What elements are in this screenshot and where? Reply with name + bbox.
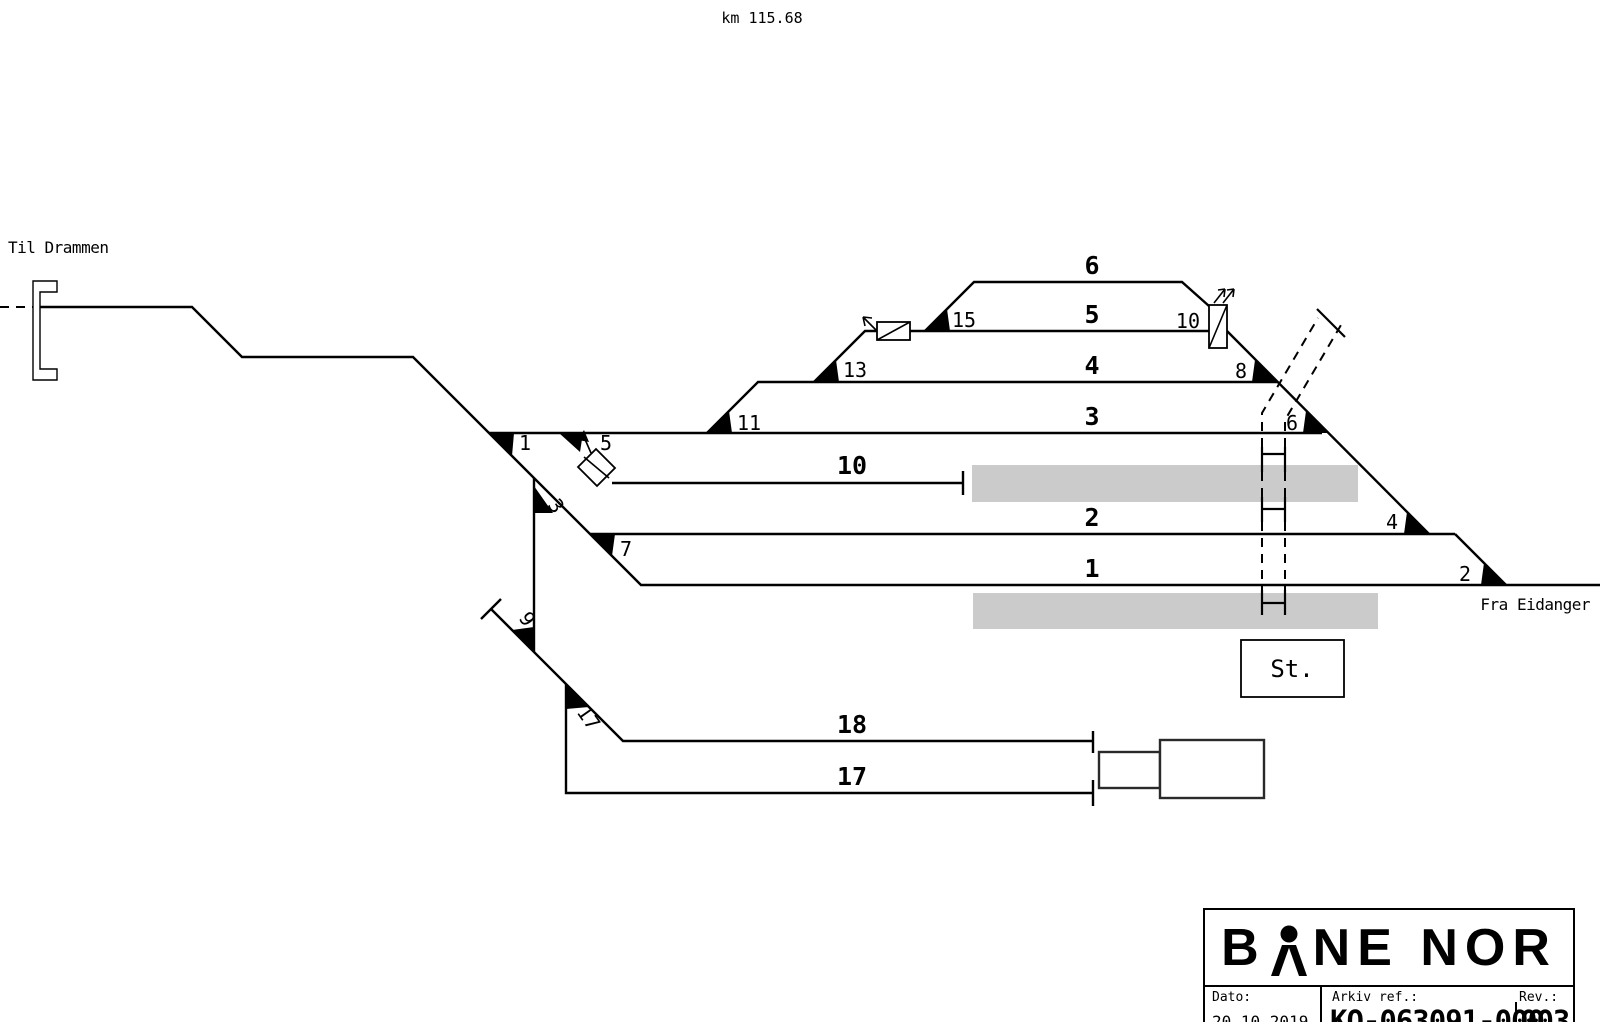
date-value: 20.10.2019 <box>1212 1012 1309 1022</box>
crossing-end-cap <box>1316 308 1346 338</box>
crossing-gate-1 <box>1260 447 1287 472</box>
track-5-line <box>813 329 1209 383</box>
switch-label-8: 8 <box>1235 359 1247 383</box>
logo-text-prefix: B <box>1221 918 1266 977</box>
date-cell: Dato: 20.10.2019 <box>1205 987 1322 1022</box>
switch-label-2: 2 <box>1459 562 1471 586</box>
track-label-2: 2 <box>1084 503 1099 532</box>
km-marker-label: km 115.68 <box>721 9 802 27</box>
track-6-line <box>924 280 1210 332</box>
signal-icon-track5 <box>862 316 911 341</box>
rev-divider <box>1515 1002 1517 1022</box>
track-number-labels: 6 5 4 3 10 2 1 18 17 <box>837 251 1100 791</box>
track-label-10: 10 <box>837 451 867 480</box>
track-label-1: 1 <box>1084 554 1099 583</box>
date-label: Dato: <box>1212 990 1252 1005</box>
track-label-17: 17 <box>837 762 867 791</box>
switch-triangle-6 <box>1303 411 1328 433</box>
track-label-4: 4 <box>1084 351 1099 380</box>
signal-icon-10 <box>1208 288 1235 349</box>
switch-triangle-17 <box>566 684 589 709</box>
archive-cell: Arkiv ref.: Rev.: KO-063091-000 003 <box>1322 987 1573 1022</box>
switch-label-5: 5 <box>600 431 612 455</box>
switch-label-15: 15 <box>952 308 976 332</box>
crossing-gate-2 <box>1260 497 1287 522</box>
switch-triangle-4 <box>1404 512 1429 534</box>
shed-buildings <box>1097 738 1266 800</box>
direction-label-left: Til Drammen <box>8 238 108 257</box>
rev-label: Rev.: <box>1519 990 1559 1005</box>
archive-ref-value: KO-063091-000 <box>1330 1004 1545 1022</box>
switch-label-7: 7 <box>620 537 632 561</box>
switch-triangle-2 <box>1481 563 1506 585</box>
track-4-line <box>706 380 1278 434</box>
derailer-icon <box>576 430 617 488</box>
switch-triangle-3 <box>534 486 553 513</box>
switch-label-1: 1 <box>519 431 531 455</box>
boundary-bracket-icon <box>32 280 58 381</box>
switch-label-4: 4 <box>1386 510 1398 534</box>
archive-ref-label: Arkiv ref.: <box>1332 990 1419 1005</box>
switch-label-13: 13 <box>843 358 867 382</box>
switch-label-11: 11 <box>737 411 761 435</box>
switch-label-6: 6 <box>1286 411 1298 435</box>
track-label-5: 5 <box>1084 300 1099 329</box>
track-label-18: 18 <box>837 710 867 739</box>
signal-label-10: 10 <box>1176 309 1200 333</box>
platform-upper <box>972 465 1358 502</box>
switch-triangle-11 <box>707 411 732 433</box>
switch-triangle-15 <box>925 309 950 331</box>
track-17-line <box>564 684 1093 795</box>
switch-triangle-5 <box>559 433 583 452</box>
switch-triangle-13 <box>814 360 839 382</box>
shed-large <box>1158 738 1266 800</box>
level-crossing <box>1260 308 1346 615</box>
rev-value: 003 <box>1520 1004 1570 1022</box>
switch-number-labels: 1 5 3 7 9 17 11 13 15 10 8 6 4 2 <box>514 308 1471 735</box>
switch-label-9: 9 <box>514 607 541 631</box>
station-box: St. <box>1240 639 1345 698</box>
platform-lower <box>973 593 1378 629</box>
throat-diagonal-right <box>1226 330 1430 535</box>
banenor-logo-mark-icon <box>1270 925 1307 976</box>
crossing-gate-3 <box>1260 590 1287 615</box>
station-abbrev: St. <box>1270 655 1313 683</box>
direction-label-right: Fra Eidanger <box>1480 595 1590 614</box>
track-label-3: 3 <box>1084 402 1099 431</box>
switch-label-3: 3 <box>543 494 570 518</box>
spur-9-end-tick <box>480 598 502 620</box>
track-18-line <box>490 608 1093 743</box>
title-block: B NE NOR Dato: 20.10.2019 Arkiv ref.: Re… <box>1203 908 1575 1022</box>
switch-triangle-1 <box>489 433 514 456</box>
switch-triangle-9 <box>512 627 534 652</box>
shed-small <box>1097 750 1162 790</box>
main-line <box>40 305 1600 587</box>
track-label-6: 6 <box>1084 251 1099 280</box>
switch-triangles <box>489 309 1506 709</box>
switch-triangle-7 <box>590 534 615 556</box>
switch-triangle-8 <box>1252 360 1277 382</box>
logo-text-suffix: NE NOR <box>1312 918 1557 977</box>
banenor-logo: B NE NOR <box>1205 910 1573 987</box>
